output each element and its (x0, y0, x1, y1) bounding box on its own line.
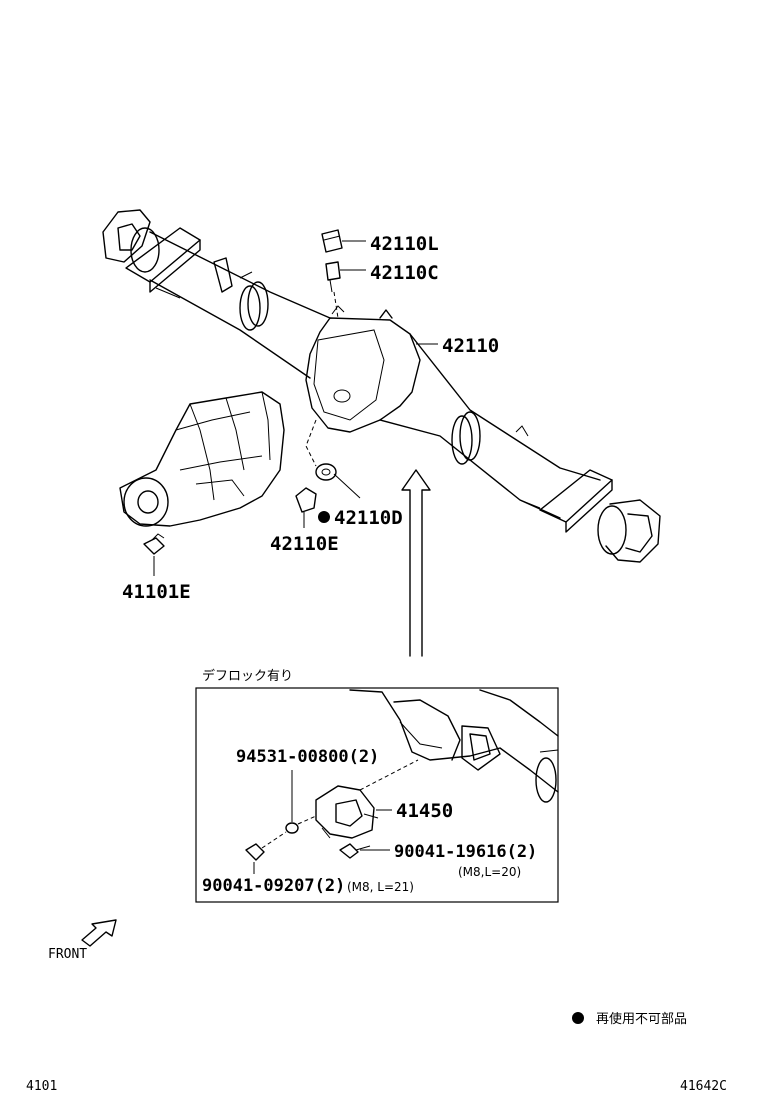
front-arrow-icon (81, 919, 117, 947)
footer-left-code: 4101 (26, 1079, 57, 1094)
label-94531-00800: 94531-00800(2) (236, 747, 379, 767)
label-90041-19616: 90041-19616(2) (394, 842, 537, 862)
label-42110E: 42110E (270, 533, 339, 555)
bolt-41101E (143, 533, 165, 555)
non-reusable-bullet-icon (572, 1012, 584, 1024)
plug-42110E (295, 487, 317, 513)
label-41101E: 41101E (122, 581, 191, 603)
legend-text: 再使用不可部品 (596, 1011, 687, 1027)
label-42110C: 42110C (370, 262, 439, 284)
breather-cap-42110L (321, 229, 343, 253)
spec-90041-09207: (M8, L=21) (347, 880, 414, 894)
label-42110D: 42110D (334, 507, 403, 529)
label-42110: 42110 (442, 335, 499, 357)
label-90041-09207: 90041-09207(2) (202, 876, 345, 896)
front-label: FRONT (48, 947, 87, 962)
footer-right-code: 41642C (680, 1079, 727, 1094)
axle-housing-42110 (102, 209, 661, 563)
label-42110L: 42110L (370, 233, 439, 255)
label-41450: 41450 (396, 800, 453, 822)
diff-lock-inset (195, 687, 559, 903)
spec-90041-19616: (M8,L=20) (458, 865, 521, 879)
detail-arrow (401, 469, 431, 657)
differential-carrier (119, 391, 317, 527)
breather-plug-42110C (325, 261, 341, 293)
gasket-42110D (315, 463, 337, 481)
inset-title: デフロック有り (202, 668, 293, 684)
non-reusable-marker-icon (318, 511, 330, 523)
